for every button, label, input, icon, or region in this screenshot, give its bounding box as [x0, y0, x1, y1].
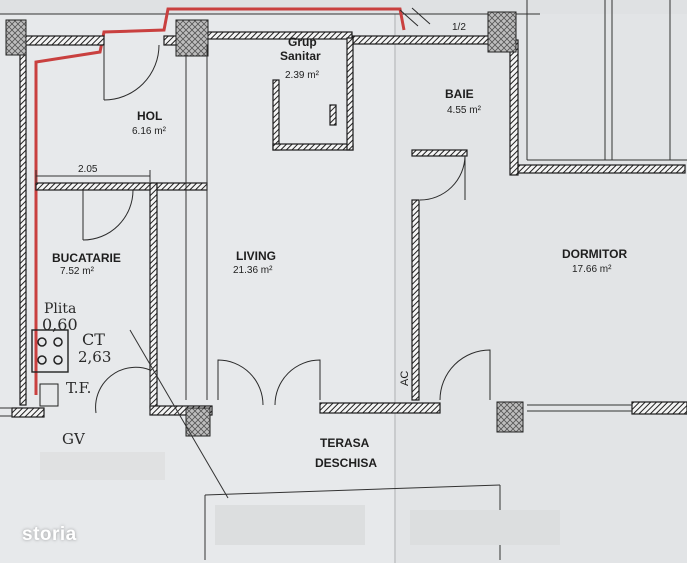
terasa-name-1: TERASA: [320, 436, 370, 450]
stove-burner: [37, 337, 47, 347]
dormitor-area: 17.66 m²: [572, 264, 612, 275]
columns: [5, 11, 524, 437]
neighbor-area: [526, 0, 687, 161]
blurred-area: [215, 505, 365, 545]
stove-burner: [37, 355, 47, 365]
living-area: 21.36 m²: [233, 265, 273, 276]
windows: [0, 45, 632, 417]
terasa-name-2: DESCHISA: [315, 456, 377, 470]
baie-area: 4.55 m²: [447, 105, 482, 116]
stove-burner: [53, 355, 63, 365]
apartment-boundary-line: [34, 7, 406, 395]
grup-sanitar-name-2: Sanitar: [280, 49, 321, 63]
stove-burner: [53, 337, 63, 347]
dimension-line: [35, 170, 151, 182]
grup-sanitar-name-1: Grup: [288, 35, 317, 49]
baie-name: BAIE: [445, 87, 474, 101]
kitchen-counter: [31, 329, 69, 407]
gv-label: GV: [62, 430, 86, 448]
dormitor-name: DORMITOR: [562, 247, 627, 261]
ct-value: 2,63: [78, 348, 111, 366]
bucatarie-name: BUCATARIE: [52, 251, 121, 265]
storia-watermark: storia: [22, 524, 77, 545]
plita-value: 0,60: [42, 315, 78, 334]
grup-sanitar-area: 2.39 m²: [285, 70, 320, 81]
ct-label: CT: [82, 330, 105, 349]
dimension-label: 2.05: [78, 164, 98, 175]
bucatarie-area: 7.52 m²: [60, 266, 95, 277]
top-band: [0, 0, 687, 14]
hol-name: HOL: [137, 109, 162, 123]
blurred-area: [410, 510, 560, 545]
top-fraction-label: 1/2: [452, 22, 466, 33]
blurred-area: [40, 452, 165, 480]
hol-area: 6.16 m²: [132, 126, 167, 137]
ac-label: AC: [399, 371, 411, 386]
doors: [82, 7, 491, 414]
paper-right: [395, 0, 687, 563]
plita-label: Plita: [44, 301, 76, 317]
living-name: LIVING: [236, 249, 276, 263]
tf-label: T.F.: [66, 379, 91, 397]
